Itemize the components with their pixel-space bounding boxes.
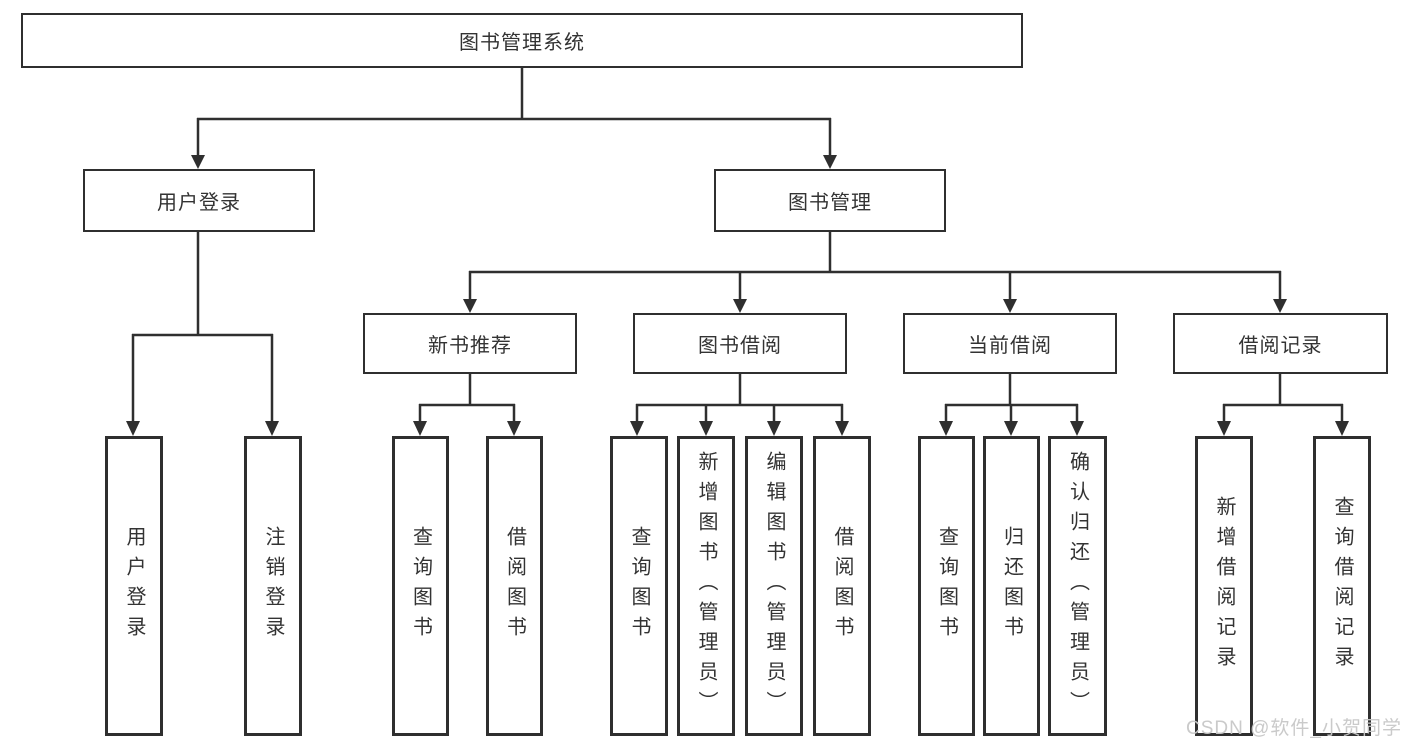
leaf-query-books-3-label: 查询图书: [935, 526, 958, 646]
leaf-return-book: 归还图书: [983, 436, 1040, 736]
leaf-add-borrow-record: 新增借阅记录: [1195, 436, 1253, 736]
leaf-query-books-2-label: 查询图书: [628, 526, 650, 646]
leaf-edit-book-admin: 编辑图书（管理员）: [745, 436, 803, 736]
leaf-borrow-books-2: 借阅图书: [813, 436, 871, 736]
leaf-confirm-return-admin-label: 确认归还（管理员）: [1066, 451, 1089, 721]
leaf-borrow-books-1: 借阅图书: [486, 436, 543, 736]
leaf-query-books-1-label: 查询图书: [409, 526, 432, 646]
node-new-book-recommend: 新书推荐: [363, 313, 577, 374]
node-user-login: 用户登录: [83, 169, 315, 232]
node-book-borrow: 图书借阅: [633, 313, 847, 374]
leaf-query-books-3: 查询图书: [918, 436, 975, 736]
leaf-query-borrow-record-label: 查询借阅记录: [1331, 496, 1353, 676]
leaf-edit-book-admin-label: 编辑图书（管理员）: [763, 451, 785, 721]
leaf-borrow-books-1-label: 借阅图书: [503, 526, 526, 646]
leaf-add-book-admin-label: 新增图书（管理员）: [695, 451, 717, 721]
leaf-query-books-1: 查询图书: [392, 436, 449, 736]
node-borrow-records: 借阅记录: [1173, 313, 1388, 374]
watermark: CSDN @软件_小贺同学: [1186, 718, 1402, 739]
leaf-logout: 注销登录: [244, 436, 302, 736]
node-book-management: 图书管理: [714, 169, 946, 232]
leaf-return-book-label: 归还图书: [1000, 526, 1023, 646]
leaf-query-borrow-record: 查询借阅记录: [1313, 436, 1371, 736]
node-current-borrow: 当前借阅: [903, 313, 1117, 374]
node-root: 图书管理系统: [21, 13, 1023, 68]
leaf-query-books-2: 查询图书: [610, 436, 668, 736]
leaf-add-borrow-record-label: 新增借阅记录: [1213, 496, 1235, 676]
leaf-logout-label: 注销登录: [262, 526, 284, 646]
leaf-borrow-books-2-label: 借阅图书: [831, 526, 853, 646]
leaf-user-login: 用户登录: [105, 436, 163, 736]
leaf-add-book-admin: 新增图书（管理员）: [677, 436, 735, 736]
leaf-confirm-return-admin: 确认归还（管理员）: [1048, 436, 1107, 736]
leaf-user-login-label: 用户登录: [123, 526, 145, 646]
